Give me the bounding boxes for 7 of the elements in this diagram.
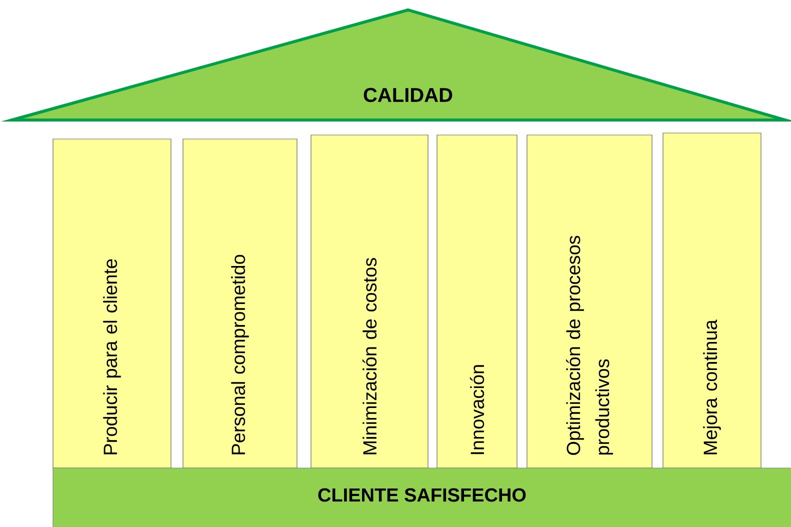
pillar: Personal comprometido — [182, 138, 298, 468]
pillar: Mejora continua — [662, 132, 762, 468]
pillar: Innovación — [436, 134, 518, 468]
base-platform: CLIENTE SAFISFECHO — [52, 468, 791, 527]
pillar: Producir para el cliente — [52, 138, 172, 468]
pillar: Optimización de procesos productivos — [526, 134, 652, 468]
pillar: Minimización de costos — [310, 134, 428, 468]
